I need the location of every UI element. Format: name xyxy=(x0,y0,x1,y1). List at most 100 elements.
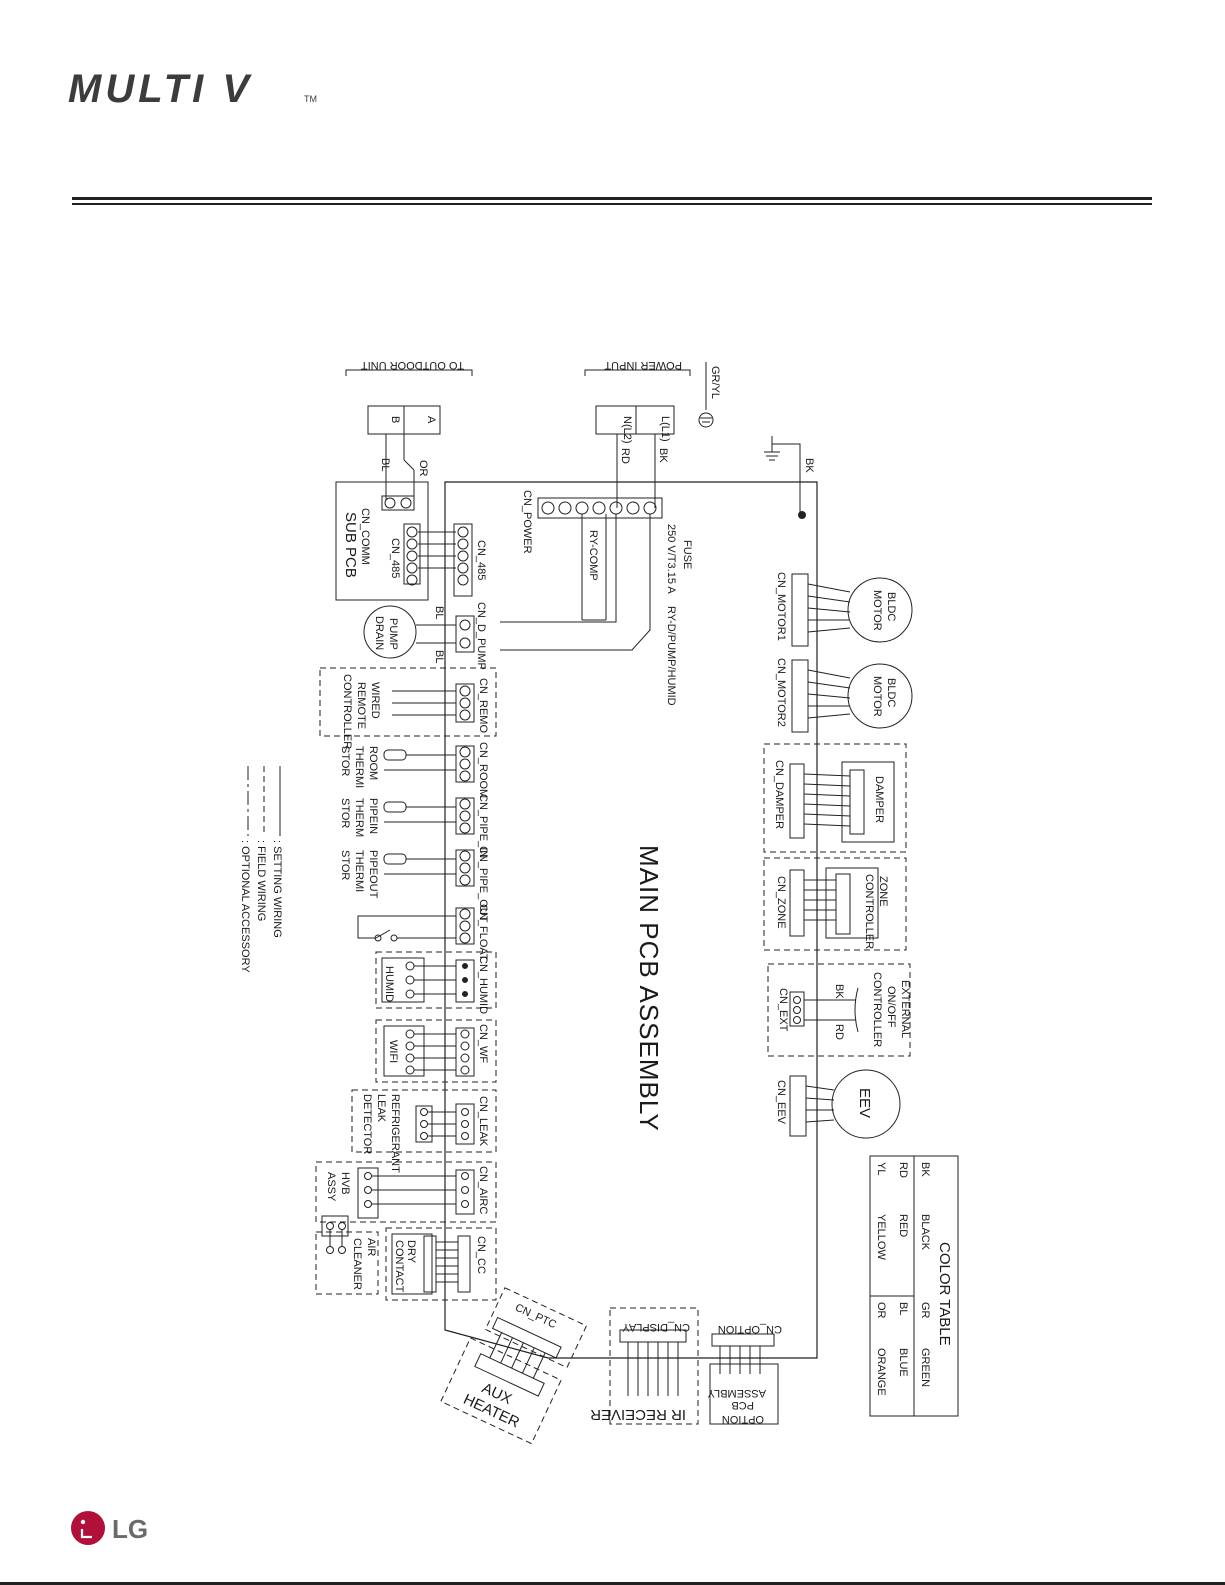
hvb-label-1: HVB xyxy=(339,1172,351,1195)
wired-remote: WIRED REMOTE CONTROLLER CN_REMO xyxy=(319,667,497,749)
bldc1-label-1: BLDC xyxy=(885,592,897,621)
hvb-label-2: ASSY xyxy=(325,1172,337,1202)
power-input: POWER INPUT L(L1) N(L2) BK RD GR/YL xyxy=(584,359,721,508)
color-table: COLOR TABLE BK BLACK GR GREEN RD RED BL … xyxy=(869,1155,959,1417)
zone-label-1: ZONE xyxy=(877,876,889,907)
lg-logo: LG xyxy=(71,1511,148,1545)
pipein-therm-1: PIPEIN xyxy=(367,798,379,834)
zone-controller: ZONE CONTROLLER CN_ZONE xyxy=(763,857,907,951)
cn-comm-label: CN_COMM xyxy=(359,508,371,565)
remote-label-2: REMOTE xyxy=(355,682,367,729)
wire-bl: BL xyxy=(379,458,391,471)
remote-label-3: CONTROLLER xyxy=(341,674,353,749)
pipeout-therm-3: STOR xyxy=(339,850,351,880)
cn-option-label: CN_OPTION xyxy=(718,1323,782,1335)
header-rule-bottom xyxy=(72,203,1152,205)
wire-or: OR xyxy=(417,460,429,477)
ry-comp-label: RY-COMP xyxy=(587,530,599,581)
leak-label-2: LEAK xyxy=(375,1094,387,1123)
cn-remo-label: CN_REMO xyxy=(477,678,489,733)
bldc-motor-1: BLDC MOTOR CN_MOTOR1 xyxy=(775,572,913,647)
wire-bk-ground: BK xyxy=(803,458,815,473)
float-switch: CN_FLOAT xyxy=(357,904,489,961)
ct-row2-c2: BL xyxy=(897,1302,909,1315)
sub-pcb: SUB PCB CN_COMM CN_485 xyxy=(335,481,456,601)
wifi-module: WIFI CN_WF xyxy=(375,1019,497,1083)
humid-module: HUMID CN_HUMID xyxy=(375,951,497,1014)
drain-pump-label-1: DRAIN xyxy=(373,616,385,650)
ct-row1-c1: BK xyxy=(919,1162,931,1177)
wire-bk-power: BK xyxy=(657,448,669,463)
cn-power-label: CN_POWER xyxy=(521,490,533,554)
lg-text: LG xyxy=(112,1514,148,1544)
legend-optional-accessory: : OPTIONAL ACCESSORY xyxy=(239,840,251,973)
cn-power-connector: CN_POWER RY-COMP FUSE 250 V/T3.15 A RY-D… xyxy=(500,490,693,706)
diagram-title: MAIN PCB ASSEMBLY xyxy=(634,845,664,1132)
legend-setting-wiring: : SETTING WIRING xyxy=(271,840,283,938)
cn-humid-label: CN_HUMID xyxy=(477,956,489,1014)
external-controller: EXTERNAL ON/OFF CONTROLLER BK RD CN_EXT xyxy=(767,963,911,1057)
pipeout-therm-1: PIPEOUT xyxy=(367,850,379,899)
ct-row3-n1: YELLOW xyxy=(875,1214,887,1260)
room-thermistor: ROOM THERMI STOR CN_ROOM xyxy=(339,742,489,798)
ct-row2-n1: RED xyxy=(897,1214,909,1237)
fuse-rating: 250 V/T3.15 A xyxy=(665,524,677,594)
multi-v-logo: MULTI V TM xyxy=(68,70,317,110)
aux-heater: CN_PTC AUX HEATER xyxy=(440,1287,588,1445)
drain-pump-label-2: PUMP xyxy=(387,618,399,650)
dry-contact-label-2: CONTACT xyxy=(393,1240,405,1293)
cn-motor2-label: CN_MOTOR2 xyxy=(775,658,787,727)
cn-display-label: CN_DISPLAY xyxy=(622,1321,690,1333)
cn-cc-label: CN_CC xyxy=(475,1236,487,1274)
ct-row1-n1: BLACK xyxy=(919,1214,931,1251)
wire-bl-pump-1: BL xyxy=(433,606,445,619)
eev-label: EEV xyxy=(856,1088,873,1118)
fuse-label: FUSE xyxy=(681,540,693,569)
drain-pump: DRAIN PUMP CN_D_PUMP BL BL xyxy=(363,602,487,670)
option-pcb: CN_OPTION ASSEMBLY PCB OPTION xyxy=(707,1323,782,1425)
ground-bk xyxy=(764,436,806,519)
ext-label-3: CONTROLLER xyxy=(871,972,883,1047)
damper-label: DAMPER xyxy=(873,776,885,823)
ext-label-1: EXTERNAL xyxy=(899,980,911,1038)
dry-contact-label-1: DRY xyxy=(405,1240,417,1264)
outdoor-label: TO OUTDOOR UNIT xyxy=(361,359,464,371)
pipeout-thermistor: PIPEOUT THERMI STOR CN_PIPE_OUT xyxy=(339,846,489,923)
wire-rd-power: RD xyxy=(619,448,631,464)
cn-room-label: CN_ROOM xyxy=(477,742,489,798)
cn-pipe-in-label: CN_PIPE_IN xyxy=(477,794,489,858)
ct-row3-n2: ORANGE xyxy=(875,1348,887,1396)
cn-eev-label: CN_EEV xyxy=(775,1080,787,1125)
cn-damper-label: CN_DAMPER xyxy=(773,760,785,829)
ct-row3-c2: OR xyxy=(875,1302,887,1319)
trademark: TM xyxy=(304,94,317,104)
bldc1-label-2: MOTOR xyxy=(871,590,883,631)
room-therm-2: THERMI xyxy=(353,746,365,788)
ct-row3-c1: YL xyxy=(875,1162,887,1175)
ir-receiver: CN_DISPLAY IR RECEIVER xyxy=(590,1307,699,1425)
cn-ext-label: CN_EXT xyxy=(777,988,789,1032)
cn-float-label: CN_FLOAT xyxy=(477,904,489,961)
cn-leak-label: CN_LEAK xyxy=(477,1096,489,1147)
zone-label-2: CONTROLLER xyxy=(863,874,875,949)
power-input-label: POWER INPUT xyxy=(604,359,682,371)
terminal-l1: L(L1) xyxy=(659,416,671,442)
ext-label-2: ON/OFF xyxy=(885,986,897,1028)
cn-motor1-label: CN_MOTOR1 xyxy=(775,572,787,641)
outdoor-unit-terminal: TO OUTDOOR UNIT A B BL OR xyxy=(345,359,473,500)
terminal-a: A xyxy=(425,416,437,424)
terminal-n: N(L2) xyxy=(621,416,633,444)
gr-yl-label: GR/YL xyxy=(709,366,721,399)
humid-label: HUMID xyxy=(383,966,395,1002)
pipein-therm-3: STOR xyxy=(339,798,351,828)
bldc-motor-2: BLDC MOTOR CN_MOTOR2 xyxy=(775,658,913,733)
eev: EEV CN_EEV xyxy=(775,1069,901,1139)
wifi-label: WIFI xyxy=(387,1040,399,1063)
brand-text: MULTI V xyxy=(68,70,253,110)
legend-field-wiring: : FIELD WIRING xyxy=(255,840,267,921)
cn-485-label: CN_485 xyxy=(475,540,487,580)
pipein-therm-2: THERM xyxy=(353,798,365,837)
cn-zone-label: CN_ZONE xyxy=(775,876,787,929)
cn-485-connector: CN_485 xyxy=(453,523,487,597)
pipein-thermistor: PIPEIN THERM STOR CN_PIPE_IN xyxy=(339,794,489,858)
